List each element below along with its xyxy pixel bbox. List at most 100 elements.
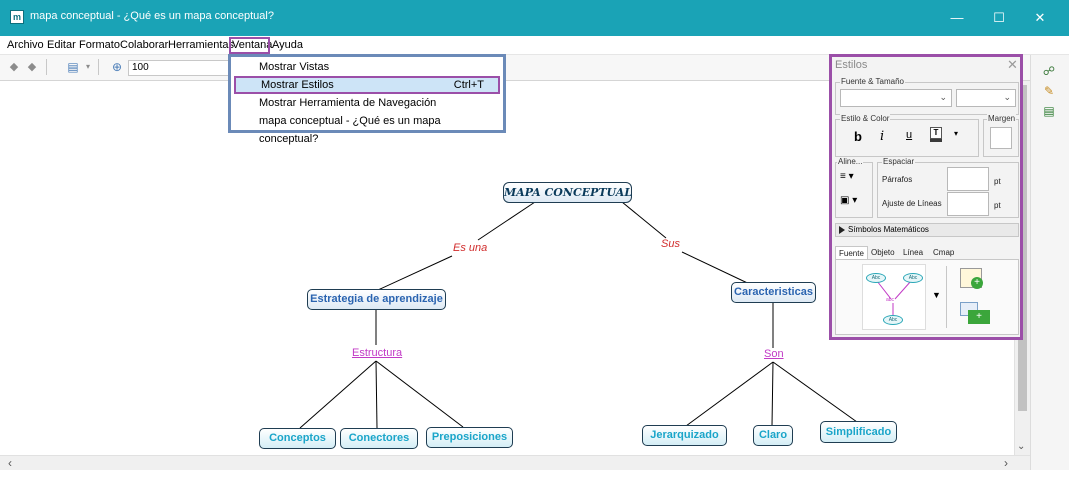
styles-panel: Estilos ✕ Fuente & Tamaño ⌄ ⌄ Estilo & C…	[829, 54, 1023, 340]
menu-item-window-map[interactable]: mapa conceptual - ¿Qué es un mapa concep…	[234, 112, 500, 145]
close-button[interactable]: ✕	[1034, 10, 1046, 25]
chevron-down-icon[interactable]: ▾	[85, 62, 90, 71]
menu-ventana[interactable]: Ventana	[232, 39, 273, 51]
vertical-align-icon[interactable]: ▣ ▾	[840, 195, 858, 206]
ventana-dropdown-menu: Mostrar Vistas Mostrar Estilos Ctrl+T Mo…	[228, 54, 506, 145]
back-arrow-icon[interactable]: ◆	[9, 61, 19, 73]
tab-fuente[interactable]: Fuente	[835, 246, 868, 260]
forward-arrow-icon[interactable]: ◆	[27, 61, 37, 73]
node-preposiciones[interactable]: Preposiciones	[426, 427, 513, 448]
chevron-down-icon[interactable]: ⌄	[1017, 441, 1026, 452]
ventana-menu-highlight	[229, 37, 270, 54]
right-tool-pane: ☍ ✎ ▤	[1030, 55, 1069, 470]
view-icon[interactable]: ▤	[67, 60, 79, 74]
link-sus[interactable]: Sus	[661, 238, 680, 250]
window-title: mapa conceptual - ¿Qué es un mapa concep…	[30, 10, 274, 22]
math-symbols-label: Símbolos Matemáticos	[848, 225, 929, 234]
style-preview-thumbnail[interactable]: Abc Abc abc Abc	[862, 264, 926, 330]
italic-button[interactable]: i	[880, 129, 885, 144]
toolbar-separator	[46, 59, 47, 75]
node-simplificado[interactable]: Simplificado	[820, 421, 897, 443]
link-estructura[interactable]: Estructura	[352, 347, 403, 359]
node-jerarquizado[interactable]: Jerarquizado	[642, 425, 727, 446]
line-estructura-conceptos	[299, 360, 377, 429]
node-caracteristicas[interactable]: Caracteristicas	[731, 282, 816, 303]
margin-input[interactable]	[990, 127, 1012, 149]
style-color-group-label: Estilo & Color	[840, 114, 891, 123]
math-symbols-toggle[interactable]: Símbolos Matemáticos	[835, 223, 1019, 237]
menu-archivo[interactable]: Archivo	[7, 39, 44, 51]
line-estructura-conectores	[375, 360, 378, 429]
menu-ayuda[interactable]: Ayuda	[272, 39, 303, 51]
style-color-group	[835, 119, 979, 157]
preview-lines	[876, 280, 912, 315]
style-preview-pane: Abc Abc abc Abc ▼ + +	[835, 259, 1019, 335]
font-family-select[interactable]: ⌄	[840, 89, 952, 107]
zoom-icon[interactable]: ⊕	[111, 60, 123, 74]
menu-herramientas[interactable]: Herramientas	[168, 39, 235, 51]
line-unit-label: pt	[994, 201, 1001, 210]
menu-item-mostrar-vistas[interactable]: Mostrar Vistas	[234, 58, 500, 76]
line-spacing-label: Ajuste de Líneas	[882, 199, 942, 208]
chevron-down-icon[interactable]: ▼	[932, 290, 941, 300]
new-style-folder-icon[interactable]: +	[960, 302, 990, 324]
styles-panel-title: Estilos	[835, 59, 868, 71]
menu-colaborar[interactable]: Colaborar	[120, 39, 169, 51]
toolbar-separator	[98, 59, 99, 75]
node-claro[interactable]: Claro	[753, 425, 793, 446]
minimize-button[interactable]: —	[950, 10, 964, 25]
menu-item-label: Mostrar Estilos	[261, 79, 334, 91]
menu-item-mostrar-estilos[interactable]: Mostrar Estilos Ctrl+T	[234, 76, 500, 94]
menu-item-label: Mostrar Herramienta de Navegación	[259, 97, 437, 109]
tools-icon[interactable]: ☍	[1042, 64, 1056, 78]
link-son[interactable]: Son	[764, 348, 784, 360]
margin-group-label: Margen	[987, 114, 1017, 123]
line-estructura-preposiciones	[375, 360, 464, 428]
mini-node: Abc	[903, 273, 923, 283]
spacing-group-label: Espaciar	[882, 157, 916, 166]
node-mapa-conceptual[interactable]: MAPA CONCEPTUAL	[503, 182, 632, 203]
add-style-icon[interactable]: +	[960, 268, 983, 289]
menu-item-mostrar-navegacion[interactable]: Mostrar Herramienta de Navegación	[234, 94, 500, 112]
play-triangle-icon	[839, 226, 845, 234]
node-conceptos[interactable]: Conceptos	[259, 428, 336, 449]
close-icon[interactable]: ✕	[1007, 57, 1018, 72]
cmap-app-icon: m	[10, 10, 24, 24]
maximize-button[interactable]: ☐	[993, 10, 1005, 25]
line-son-jerarquizado	[685, 361, 774, 427]
line-son-simplificado	[772, 361, 858, 423]
chevron-down-icon[interactable]: ▾	[954, 129, 959, 138]
mini-link-label: abc	[886, 297, 895, 303]
text-color-icon[interactable]: T	[930, 127, 952, 145]
list-icon[interactable]: ▤	[1043, 104, 1055, 118]
horizontal-scrollbar[interactable]: ‹ ›	[0, 455, 1030, 470]
tab-linea[interactable]: Línea	[903, 248, 924, 257]
font-size-group	[835, 82, 1019, 115]
underline-button[interactable]: u	[906, 129, 913, 141]
paragraph-spacing-input[interactable]	[947, 167, 989, 191]
menu-editar[interactable]: Editar	[47, 39, 76, 51]
brush-icon[interactable]: ✎	[1043, 84, 1055, 98]
node-estrategia[interactable]: Estrategia de aprendizaje	[307, 289, 446, 310]
menu-item-label: mapa conceptual - ¿Qué es un mapa concep…	[259, 115, 441, 145]
line-spacing-input[interactable]	[947, 192, 989, 216]
menu-formato[interactable]: Formato	[79, 39, 120, 51]
chevron-right-icon[interactable]: ›	[1004, 456, 1008, 470]
mini-node: Abc	[866, 273, 886, 283]
node-conectores[interactable]: Conectores	[340, 428, 418, 449]
menu-item-label: Mostrar Vistas	[259, 61, 330, 73]
zoom-input[interactable]: 100	[128, 60, 230, 76]
align-center-icon[interactable]: ≡ ▾	[840, 171, 854, 182]
tab-objeto[interactable]: Objeto	[871, 248, 895, 257]
status-bar	[0, 470, 1069, 493]
chevron-down-icon: ⌄	[939, 92, 947, 102]
font-size-select[interactable]: ⌄	[956, 89, 1016, 107]
link-es-una[interactable]: Es una	[453, 242, 488, 254]
divider	[946, 266, 947, 328]
chevron-down-icon: ⌄	[1003, 92, 1011, 102]
tab-cmap[interactable]: Cmap	[933, 248, 955, 257]
bold-button[interactable]: b	[854, 129, 862, 144]
chevron-left-icon[interactable]: ‹	[8, 456, 12, 470]
